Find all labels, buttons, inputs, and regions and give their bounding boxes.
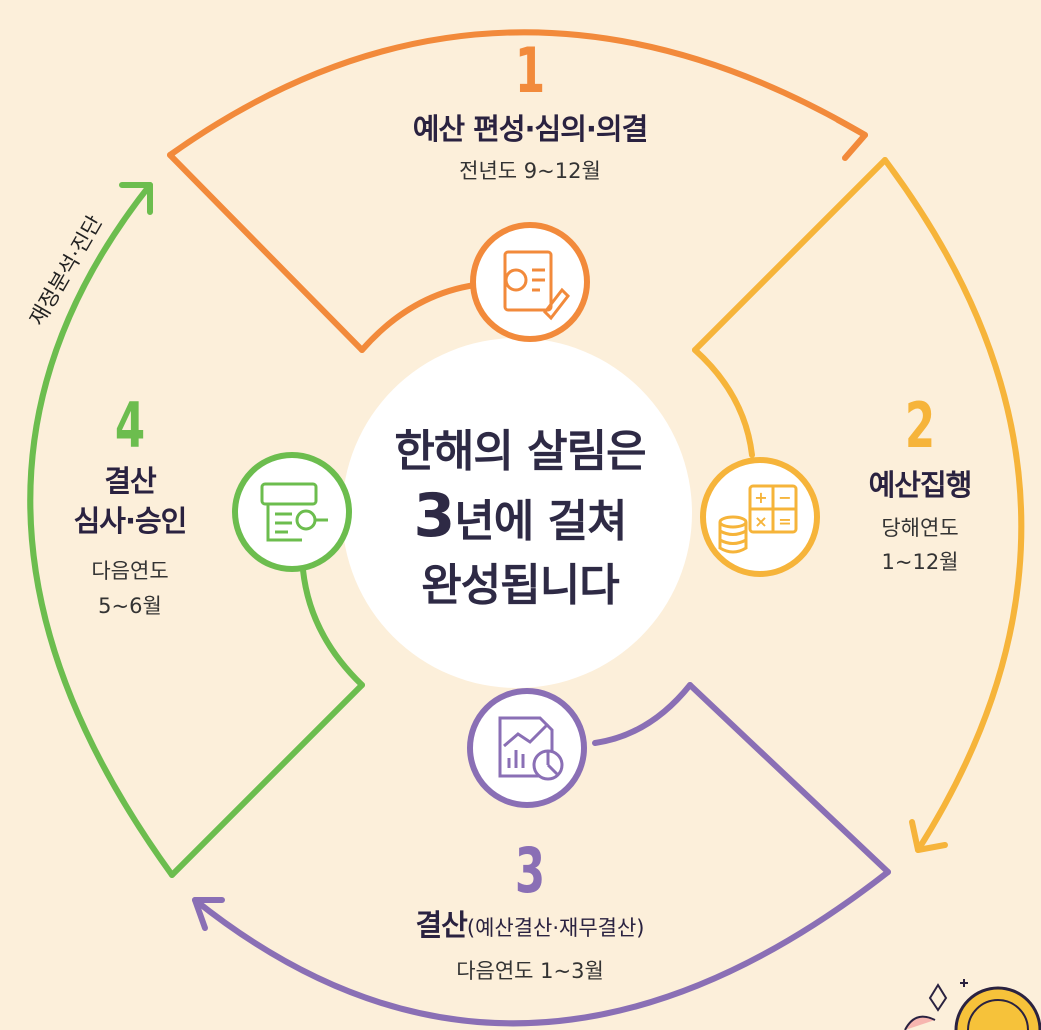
settlement-review-document-icon xyxy=(232,452,352,572)
stage1-number: 1 xyxy=(514,34,546,107)
center-circle xyxy=(342,338,692,688)
stage1-left-line xyxy=(167,152,365,353)
stage4-inner-arc xyxy=(300,567,365,688)
svg-text:×: × xyxy=(754,512,767,531)
stage4-bottom-line xyxy=(169,682,365,878)
svg-text:−: − xyxy=(778,488,791,507)
stage1-title: 예산 편성·심의·의결 xyxy=(412,112,649,146)
stage2-arrowhead xyxy=(909,819,948,853)
center-number-3: 3 xyxy=(413,481,456,551)
calculator-coins-icon: + − × = xyxy=(700,457,820,577)
budget-document-chart-icon xyxy=(470,222,590,342)
svg-text:=: = xyxy=(778,512,791,531)
stage2-title: 예산집행 xyxy=(868,468,973,502)
stage4-period-line1: 다음연도 xyxy=(91,559,169,583)
stage1-outer-arc xyxy=(167,29,868,158)
stage3-period: 다음연도 1~3월 xyxy=(456,959,604,983)
center-message: 한해의 살림은 3년에 걸쳐 완성됩니다 xyxy=(350,420,690,618)
stage1-inner-arc xyxy=(359,282,478,353)
stage3-title-bold: 결산 xyxy=(415,908,468,942)
svg-text:+: + xyxy=(754,488,767,507)
stage4-title-line2: 심사·승인 xyxy=(73,504,188,538)
stage2-inner-arc xyxy=(692,347,755,458)
stage3-right-line xyxy=(687,682,891,875)
stage2-number: 2 xyxy=(904,389,936,462)
stage2-period-line2: 1~12월 xyxy=(881,550,959,574)
stage2-outer-arc xyxy=(882,157,1025,853)
stage4-arrowhead xyxy=(119,182,153,215)
stage4-outer-arc xyxy=(27,182,175,878)
stage3-number: 3 xyxy=(514,834,546,907)
stage3-arrowhead xyxy=(192,897,225,931)
stage2-top-line xyxy=(692,157,888,353)
center-line3: 완성됩니다 xyxy=(421,560,619,611)
stage2-period-line1: 당해연도 xyxy=(881,516,959,540)
stage4-period-line2: 5~6월 xyxy=(98,594,162,618)
stage3-title: 결산(예산결산·재무결산) xyxy=(280,902,780,944)
stage4-number: 4 xyxy=(114,389,146,462)
stage3-inner-arc xyxy=(592,682,693,746)
coin-decoration-icon xyxy=(904,979,1041,1030)
stage1-arrowhead xyxy=(835,117,868,161)
stage3-title-paren: (예산결산·재무결산) xyxy=(466,916,645,940)
stage1-period: 전년도 9~12월 xyxy=(459,159,601,183)
center-line1: 한해의 살림은 xyxy=(394,426,646,477)
stage3-outer-arc xyxy=(192,869,891,1027)
stage4-title-line1: 결산 xyxy=(104,464,156,498)
growth-report-chart-icon xyxy=(467,688,587,808)
center-line2: 년에 걸쳐 xyxy=(454,496,627,547)
